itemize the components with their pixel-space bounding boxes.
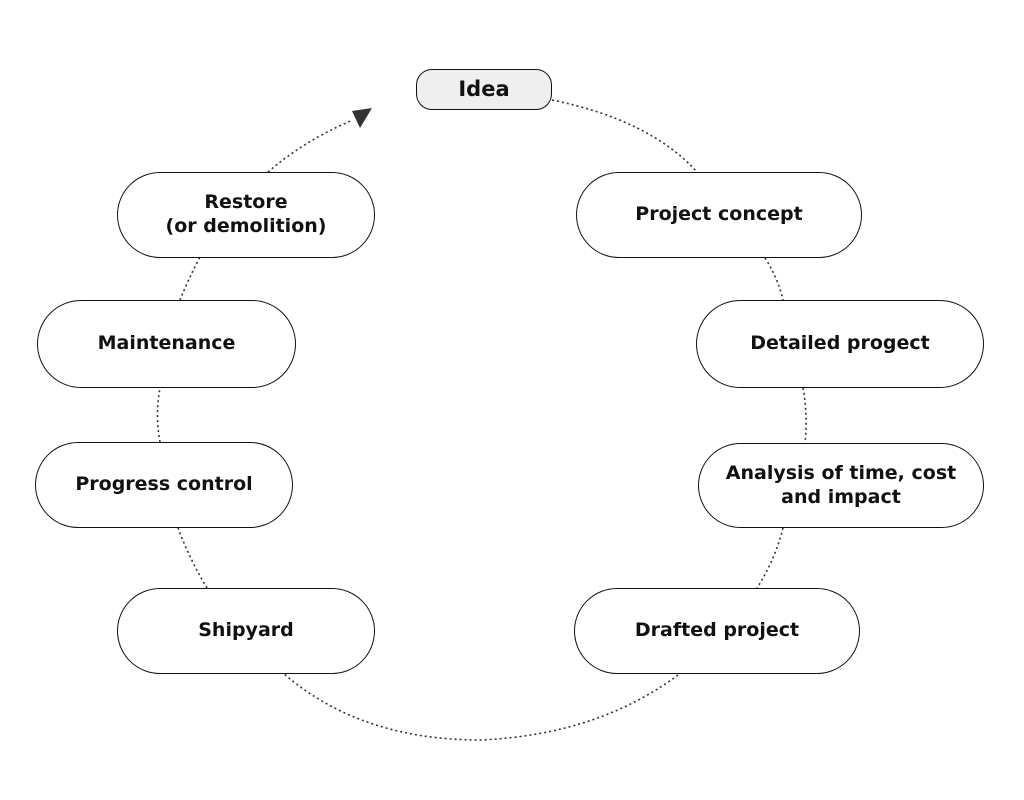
node-shipyard-label: Shipyard — [198, 619, 294, 642]
connector-maintenance-to-restore — [179, 256, 201, 301]
connector-detailed-project-to-analysis — [802, 387, 807, 444]
connector-shipyard-to-progress-control — [177, 527, 208, 589]
node-analysis: Analysis of time, cost and impact — [698, 443, 984, 528]
node-shipyard: Shipyard — [117, 588, 375, 674]
node-maintenance: Maintenance — [37, 300, 296, 388]
node-project-concept-label: Project concept — [635, 203, 803, 226]
node-progress-control: Progress control — [35, 442, 293, 528]
connector-progress-control-to-maintenance — [156, 387, 161, 443]
connector-restore-to-idea — [267, 119, 354, 173]
node-maintenance-label: Maintenance — [97, 332, 236, 355]
node-drafted-project-label: Drafted project — [634, 619, 800, 642]
node-detailed-project-label: Detailed progect — [750, 332, 930, 355]
connector-drafted-project-to-shipyard — [282, 671, 683, 741]
node-detailed-project: Detailed progect — [696, 300, 984, 388]
node-analysis-label: Analysis of time, cost and impact — [725, 461, 957, 508]
connector-project-concept-to-detailed-project — [764, 257, 784, 301]
connector-analysis-to-drafted-project — [756, 527, 784, 589]
node-idea-label: Idea — [458, 77, 510, 102]
node-progress-control-label: Progress control — [75, 473, 253, 496]
node-project-concept: Project concept — [576, 172, 862, 258]
node-restore: Restore (or demolition) — [117, 172, 375, 258]
node-drafted-project: Drafted project — [574, 588, 860, 674]
arrowhead-icon — [352, 108, 372, 128]
node-idea: Idea — [416, 69, 552, 110]
connector-idea-to-project-concept — [551, 99, 698, 173]
node-restore-label: Restore (or demolition) — [165, 191, 327, 237]
